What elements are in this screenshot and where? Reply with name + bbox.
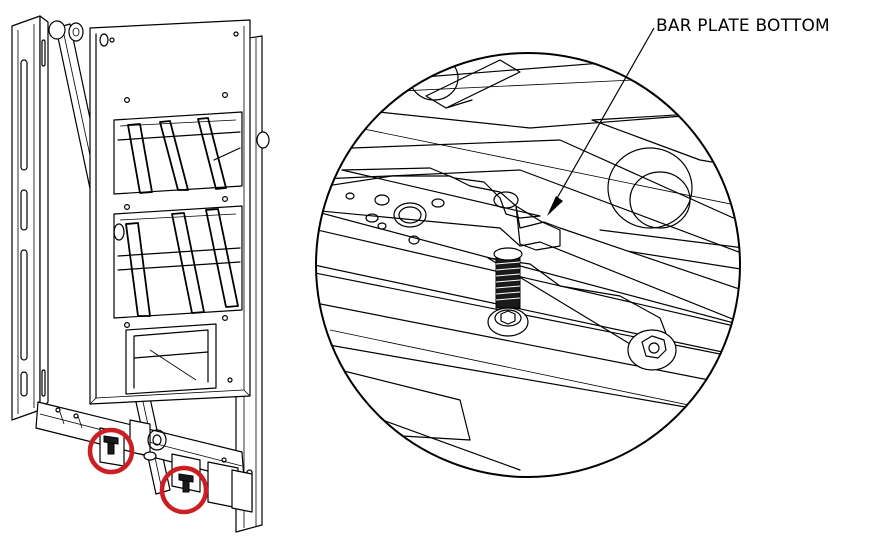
bottom-bar-plate xyxy=(35,401,253,513)
bracket-assembly xyxy=(11,15,270,533)
main-plate xyxy=(89,19,251,405)
top-knobs xyxy=(48,20,84,42)
callout-arrowhead xyxy=(547,196,563,216)
detail-circle-outline xyxy=(315,52,741,478)
detail-view xyxy=(315,52,741,478)
highlight-circle-right xyxy=(159,465,209,515)
callout-leader xyxy=(547,27,655,216)
callout-label: BAR PLATE BOTTOM xyxy=(656,16,830,36)
highlight-circle-left xyxy=(87,427,135,475)
button-head-screw-icon xyxy=(487,247,529,337)
left-rail xyxy=(11,15,49,421)
